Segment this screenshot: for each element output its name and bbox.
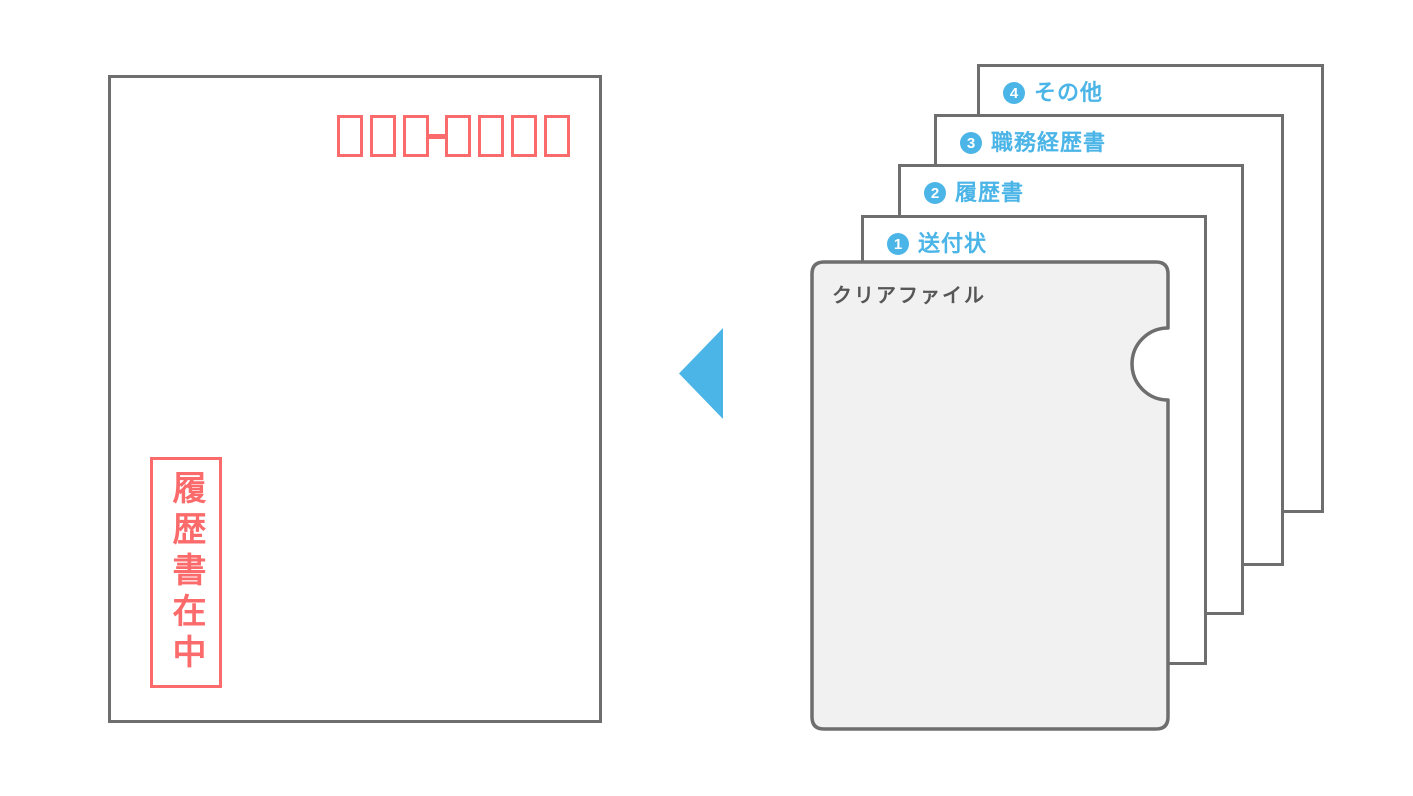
document-label: 3 職務経歴書: [937, 117, 1281, 154]
left-arrow-icon: [679, 328, 723, 419]
resume-enclosed-stamp: 履歴書在中: [150, 457, 222, 688]
postal-code-box: [337, 115, 363, 157]
postal-code-box: [370, 115, 396, 157]
number-badge: 3: [960, 132, 982, 154]
envelope: 履歴書在中: [108, 75, 602, 723]
postal-code-box: [478, 115, 504, 157]
document-label: 4 その他: [980, 67, 1321, 104]
postal-code-box: [544, 115, 570, 157]
number-badge: 4: [1003, 82, 1025, 104]
document-title: 送付状: [918, 231, 988, 256]
postal-code-box: [511, 115, 537, 157]
document-title: 履歴書: [955, 180, 1025, 205]
resume-enclosed-stamp-text: 履歴書在中: [167, 470, 205, 675]
document-label: 2 履歴書: [901, 167, 1241, 204]
document-title: 職務経歴書: [991, 130, 1107, 155]
postal-code-box: [403, 115, 429, 157]
number-badge: 1: [887, 233, 909, 255]
clear-file-label: クリアファイル: [832, 285, 986, 307]
clear-file-shape: [810, 260, 1170, 731]
postal-code-box: [445, 115, 471, 157]
number-badge: 2: [924, 182, 946, 204]
postal-code-hyphen: [429, 133, 445, 139]
postal-code-boxes: [337, 115, 570, 157]
clear-file: クリアファイル: [810, 260, 1170, 731]
document-title: その他: [1034, 80, 1104, 105]
document-label: 1 送付状: [864, 218, 1204, 255]
